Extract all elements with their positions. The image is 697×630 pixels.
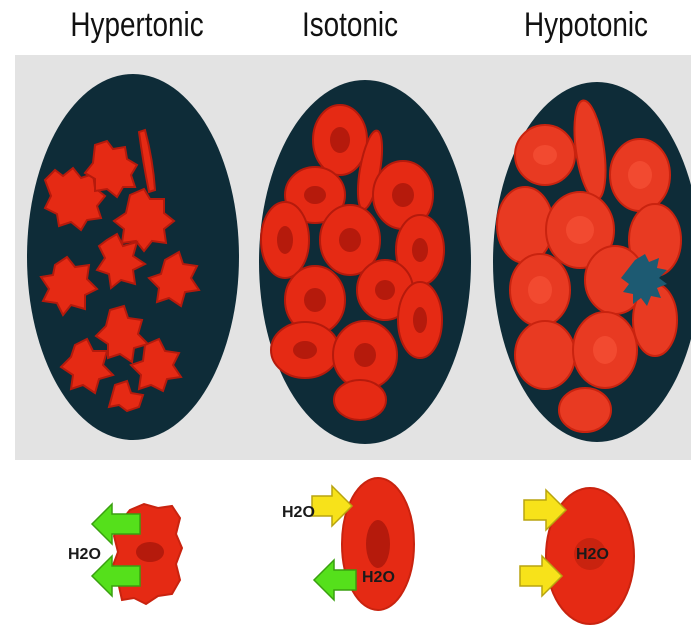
water-label-isotonic-top: H2O (282, 504, 315, 521)
water-label-isotonic-inside: H2O (362, 569, 395, 586)
water-label-hypertonic: H2O (68, 546, 101, 563)
hypertonic-title: Hypertonic (70, 6, 201, 45)
water-label-hypotonic: H2O (576, 546, 609, 563)
hypotonic-title: Hypotonic (520, 6, 651, 45)
microscope-panel (15, 55, 691, 460)
isotonic-dish (259, 80, 471, 444)
isotonic-title: Isotonic (293, 6, 408, 45)
hypertonic-dish (27, 74, 239, 440)
water-movement-diagrams: H2O H2O H2O H2O (0, 462, 697, 630)
shrunken-cell-dimple (136, 542, 164, 562)
hypertonic-cell-diagram: H2O (68, 504, 182, 604)
normal-cell-dimple (366, 520, 390, 568)
hypotonic-cell-diagram: H2O (520, 488, 634, 624)
isotonic-cell-diagram: H2O H2O (282, 478, 414, 610)
